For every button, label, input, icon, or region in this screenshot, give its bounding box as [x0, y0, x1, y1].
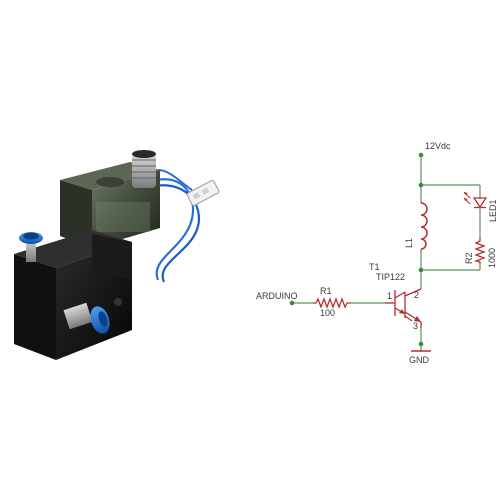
input-node [289, 300, 295, 306]
r2-value-label: 1000 [487, 248, 497, 268]
driver-circuit-schematic: 12Vdc L1 [256, 141, 498, 365]
emitter-arrow-icon [399, 309, 405, 314]
transistor-part-label: TIP122 [376, 272, 405, 282]
r1-value-label: 100 [320, 308, 335, 318]
resistor-r1 [313, 297, 351, 309]
led-label: LED1 [488, 199, 498, 222]
pin-collector-label: 2 [414, 290, 419, 300]
junction-node [418, 267, 424, 273]
transistor-ref-label: T1 [369, 262, 380, 272]
led-icon [463, 191, 488, 238]
r1-ref-label: R1 [320, 286, 332, 296]
ground-label: GND [409, 355, 430, 365]
solenoid-valve-photo [14, 150, 220, 360]
ground-icon [411, 344, 431, 352]
inductor-l1 [420, 202, 428, 250]
supply-label: 12Vdc [425, 141, 451, 151]
pin-emitter-label: 3 [413, 321, 418, 331]
inductor-label: L1 [404, 238, 414, 248]
junction-node [418, 182, 424, 188]
lead-wire-icon [149, 169, 201, 283]
resistor-r2 [473, 238, 486, 264]
r2-ref-label: R2 [464, 252, 474, 264]
coil-housing-icon [60, 150, 160, 248]
emitter-arrow-icon [414, 316, 421, 322]
connector-plug-icon [186, 179, 220, 207]
wires [292, 155, 481, 344]
air-fitting-icon [63, 302, 110, 334]
air-fitting-icon [19, 232, 43, 262]
valve-body-icon [14, 230, 132, 360]
pin-base-label: 1 [387, 291, 392, 301]
input-label: ARDUINO [256, 291, 298, 301]
